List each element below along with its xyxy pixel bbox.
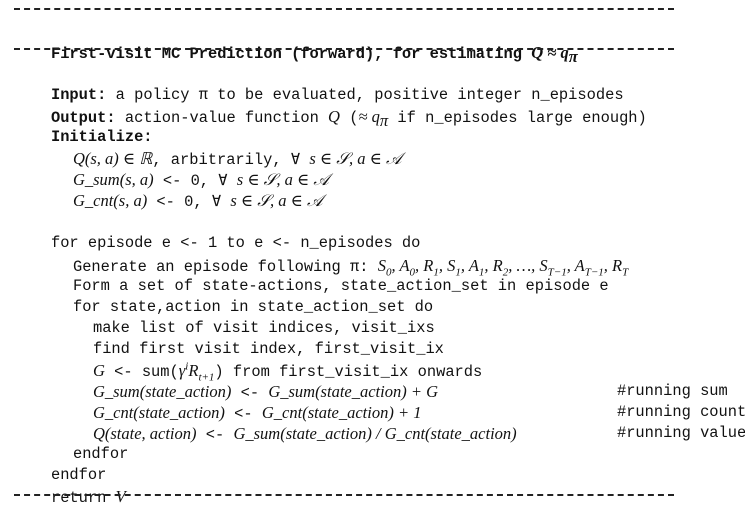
init-gsum-line: G_sum(s, a) <- 0, ∀ s ∈ 𝒮, a ∈ 𝒜 xyxy=(72,170,330,190)
form-set-line: Form a set of state-actions, state_actio… xyxy=(72,277,609,295)
endfor-inner-line: endfor xyxy=(72,445,129,463)
input-line: Input: a policy π to be evaluated, posit… xyxy=(50,86,624,104)
for-episode-line: for episode e <- 1 to e <- n_episodes do xyxy=(50,234,421,252)
q-update-line: Q(state, action) <- G_sum(state_action) … xyxy=(92,424,517,444)
gsum-comment: #running sum xyxy=(616,382,728,400)
top-divider xyxy=(14,8,674,10)
init-q-line: Q(s, a) ∈ ℝ, arbitrarily, ∀ s ∈ 𝒮, a ∈ 𝒜 xyxy=(72,149,402,169)
bottom-divider xyxy=(14,494,674,496)
initialize-label: Initialize: xyxy=(50,128,153,146)
gsum-update-line: G_sum(state_action) <- G_sum(state_actio… xyxy=(92,382,439,402)
for-state-action-line: for state,action in state_action_set do xyxy=(72,298,434,316)
output-line: Output: action-value function Q (≈ qπ if… xyxy=(50,107,647,131)
gcnt-comment: #running count xyxy=(616,403,745,421)
generate-episode-line: Generate an episode following π: S0, A0,… xyxy=(72,256,629,279)
gcnt-update-line: G_cnt(state_action) <- G_cnt(state_actio… xyxy=(92,403,422,423)
find-first-line: find first visit index, first_visit_ix xyxy=(92,340,444,358)
algorithm-title: First-visit MC Prediction (forward), for… xyxy=(50,43,578,67)
q-comment: #running value xyxy=(616,424,745,442)
episode-sequence: S0, A0, R1, S1, A1, R2, …, ST−1, AT−1, R… xyxy=(377,256,629,279)
discounted-reward-term: γiRt+1 xyxy=(178,360,215,384)
return-line: return V xyxy=(50,487,126,507)
algorithm-document: First-visit MC Prediction (forward), for… xyxy=(14,0,745,508)
make-list-line: make list of visit indices, visit_ixs xyxy=(92,319,435,337)
g-sum-line: G <- sum(γiRt+1) from first_visit_ix onw… xyxy=(92,360,483,384)
endfor-outer-line: endfor xyxy=(50,466,107,484)
init-gcnt-line: G_cnt(s, a) <- 0, ∀ s ∈ 𝒮, a ∈ 𝒜 xyxy=(72,191,323,211)
title-divider xyxy=(14,48,674,50)
